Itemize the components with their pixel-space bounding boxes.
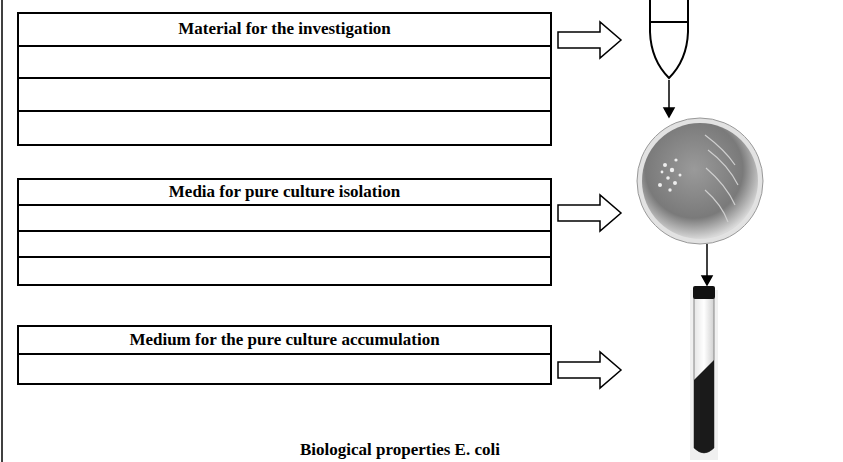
test-tube	[690, 286, 718, 460]
table-heading: Material for the investigation	[19, 14, 550, 45]
pipette	[650, 0, 688, 78]
table-header-row: Medium for the pure culture accumulation	[19, 327, 550, 355]
table-box: Media for pure culture isolation	[17, 178, 552, 286]
page-border	[1, 0, 3, 462]
empty-row	[19, 258, 550, 284]
empty-row	[19, 206, 550, 232]
section-heading: Biological properties E. coli	[300, 440, 500, 460]
empty-row	[19, 232, 550, 258]
table-header-row: Media for pure culture isolation	[19, 180, 550, 206]
table-box: Medium for the pure culture accumulation	[17, 325, 552, 385]
petri-dish	[637, 118, 763, 244]
table-heading: Media for pure culture isolation	[19, 180, 550, 204]
table-heading: Medium for the pure culture accumulation	[19, 327, 550, 353]
empty-row	[19, 112, 550, 145]
block-arrows	[558, 22, 621, 388]
empty-row	[19, 47, 550, 80]
empty-row	[19, 355, 550, 383]
empty-row	[19, 79, 550, 112]
table-header-row: Material for the investigation	[19, 14, 550, 47]
table-box: Material for the investigation	[17, 12, 552, 146]
